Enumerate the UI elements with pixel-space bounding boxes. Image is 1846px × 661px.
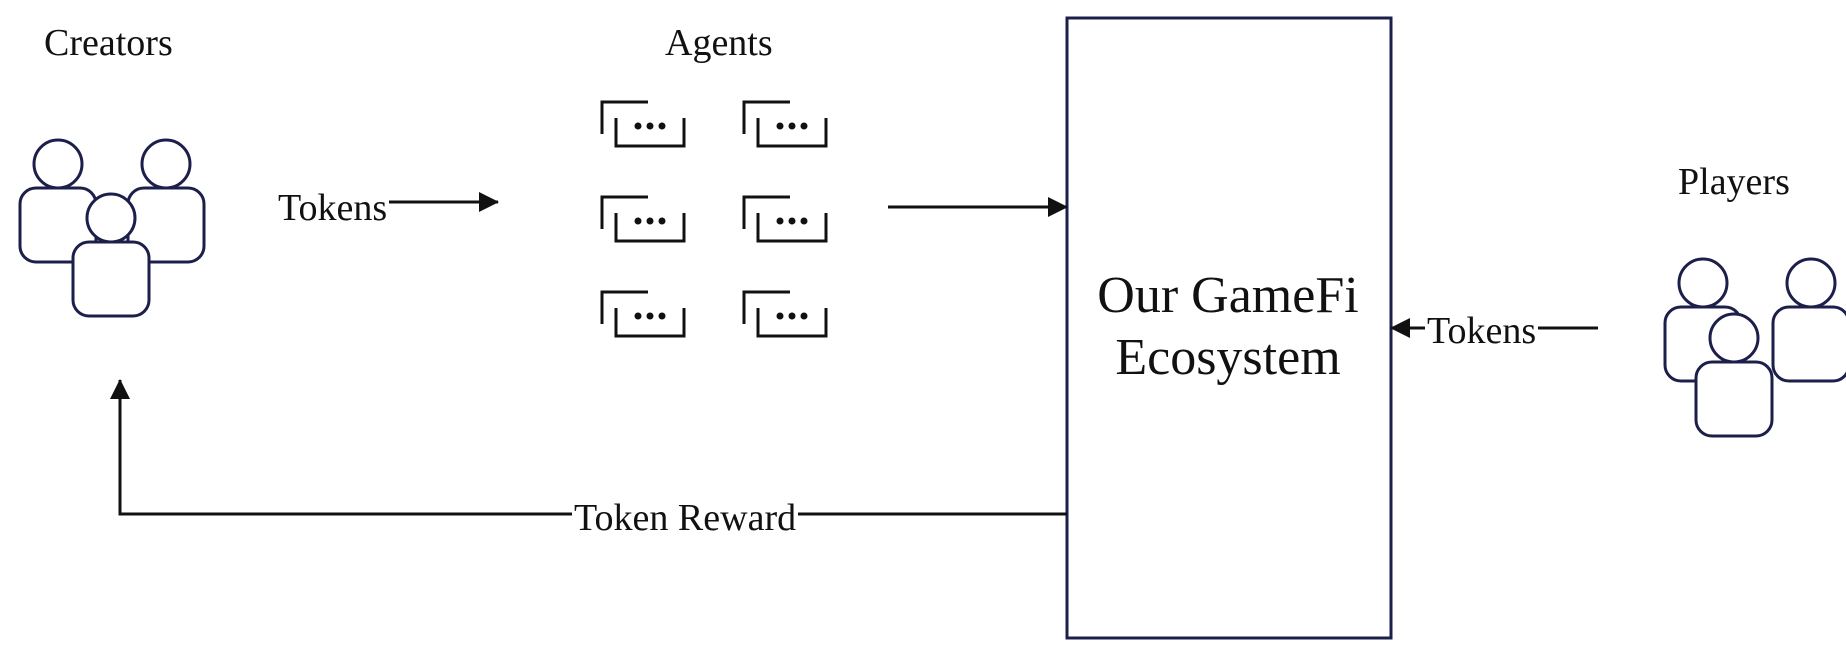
edge-label-creators-agents: Tokens (276, 187, 390, 229)
players-people-icon (1663, 257, 1846, 438)
ecosystem-title-line2: Ecosystem (1115, 329, 1341, 386)
ecosystem-title-line1: Our GameFi (1097, 267, 1359, 324)
ecosystem-box (1065, 16, 1393, 640)
agents-label: Agents (665, 22, 773, 64)
arrow-ecosystem-to-creators (110, 379, 1067, 516)
players-label: Players (1678, 161, 1790, 203)
ecosystem-title: Our GameFi Ecosystem (1066, 265, 1390, 389)
agents-grid-icon (600, 100, 828, 338)
creators-people-icon (18, 138, 206, 318)
edge-label-players-ecosystem: Tokens (1425, 310, 1539, 352)
creators-label: Creators (44, 22, 173, 64)
edge-label-token-reward: Token Reward (572, 497, 799, 539)
